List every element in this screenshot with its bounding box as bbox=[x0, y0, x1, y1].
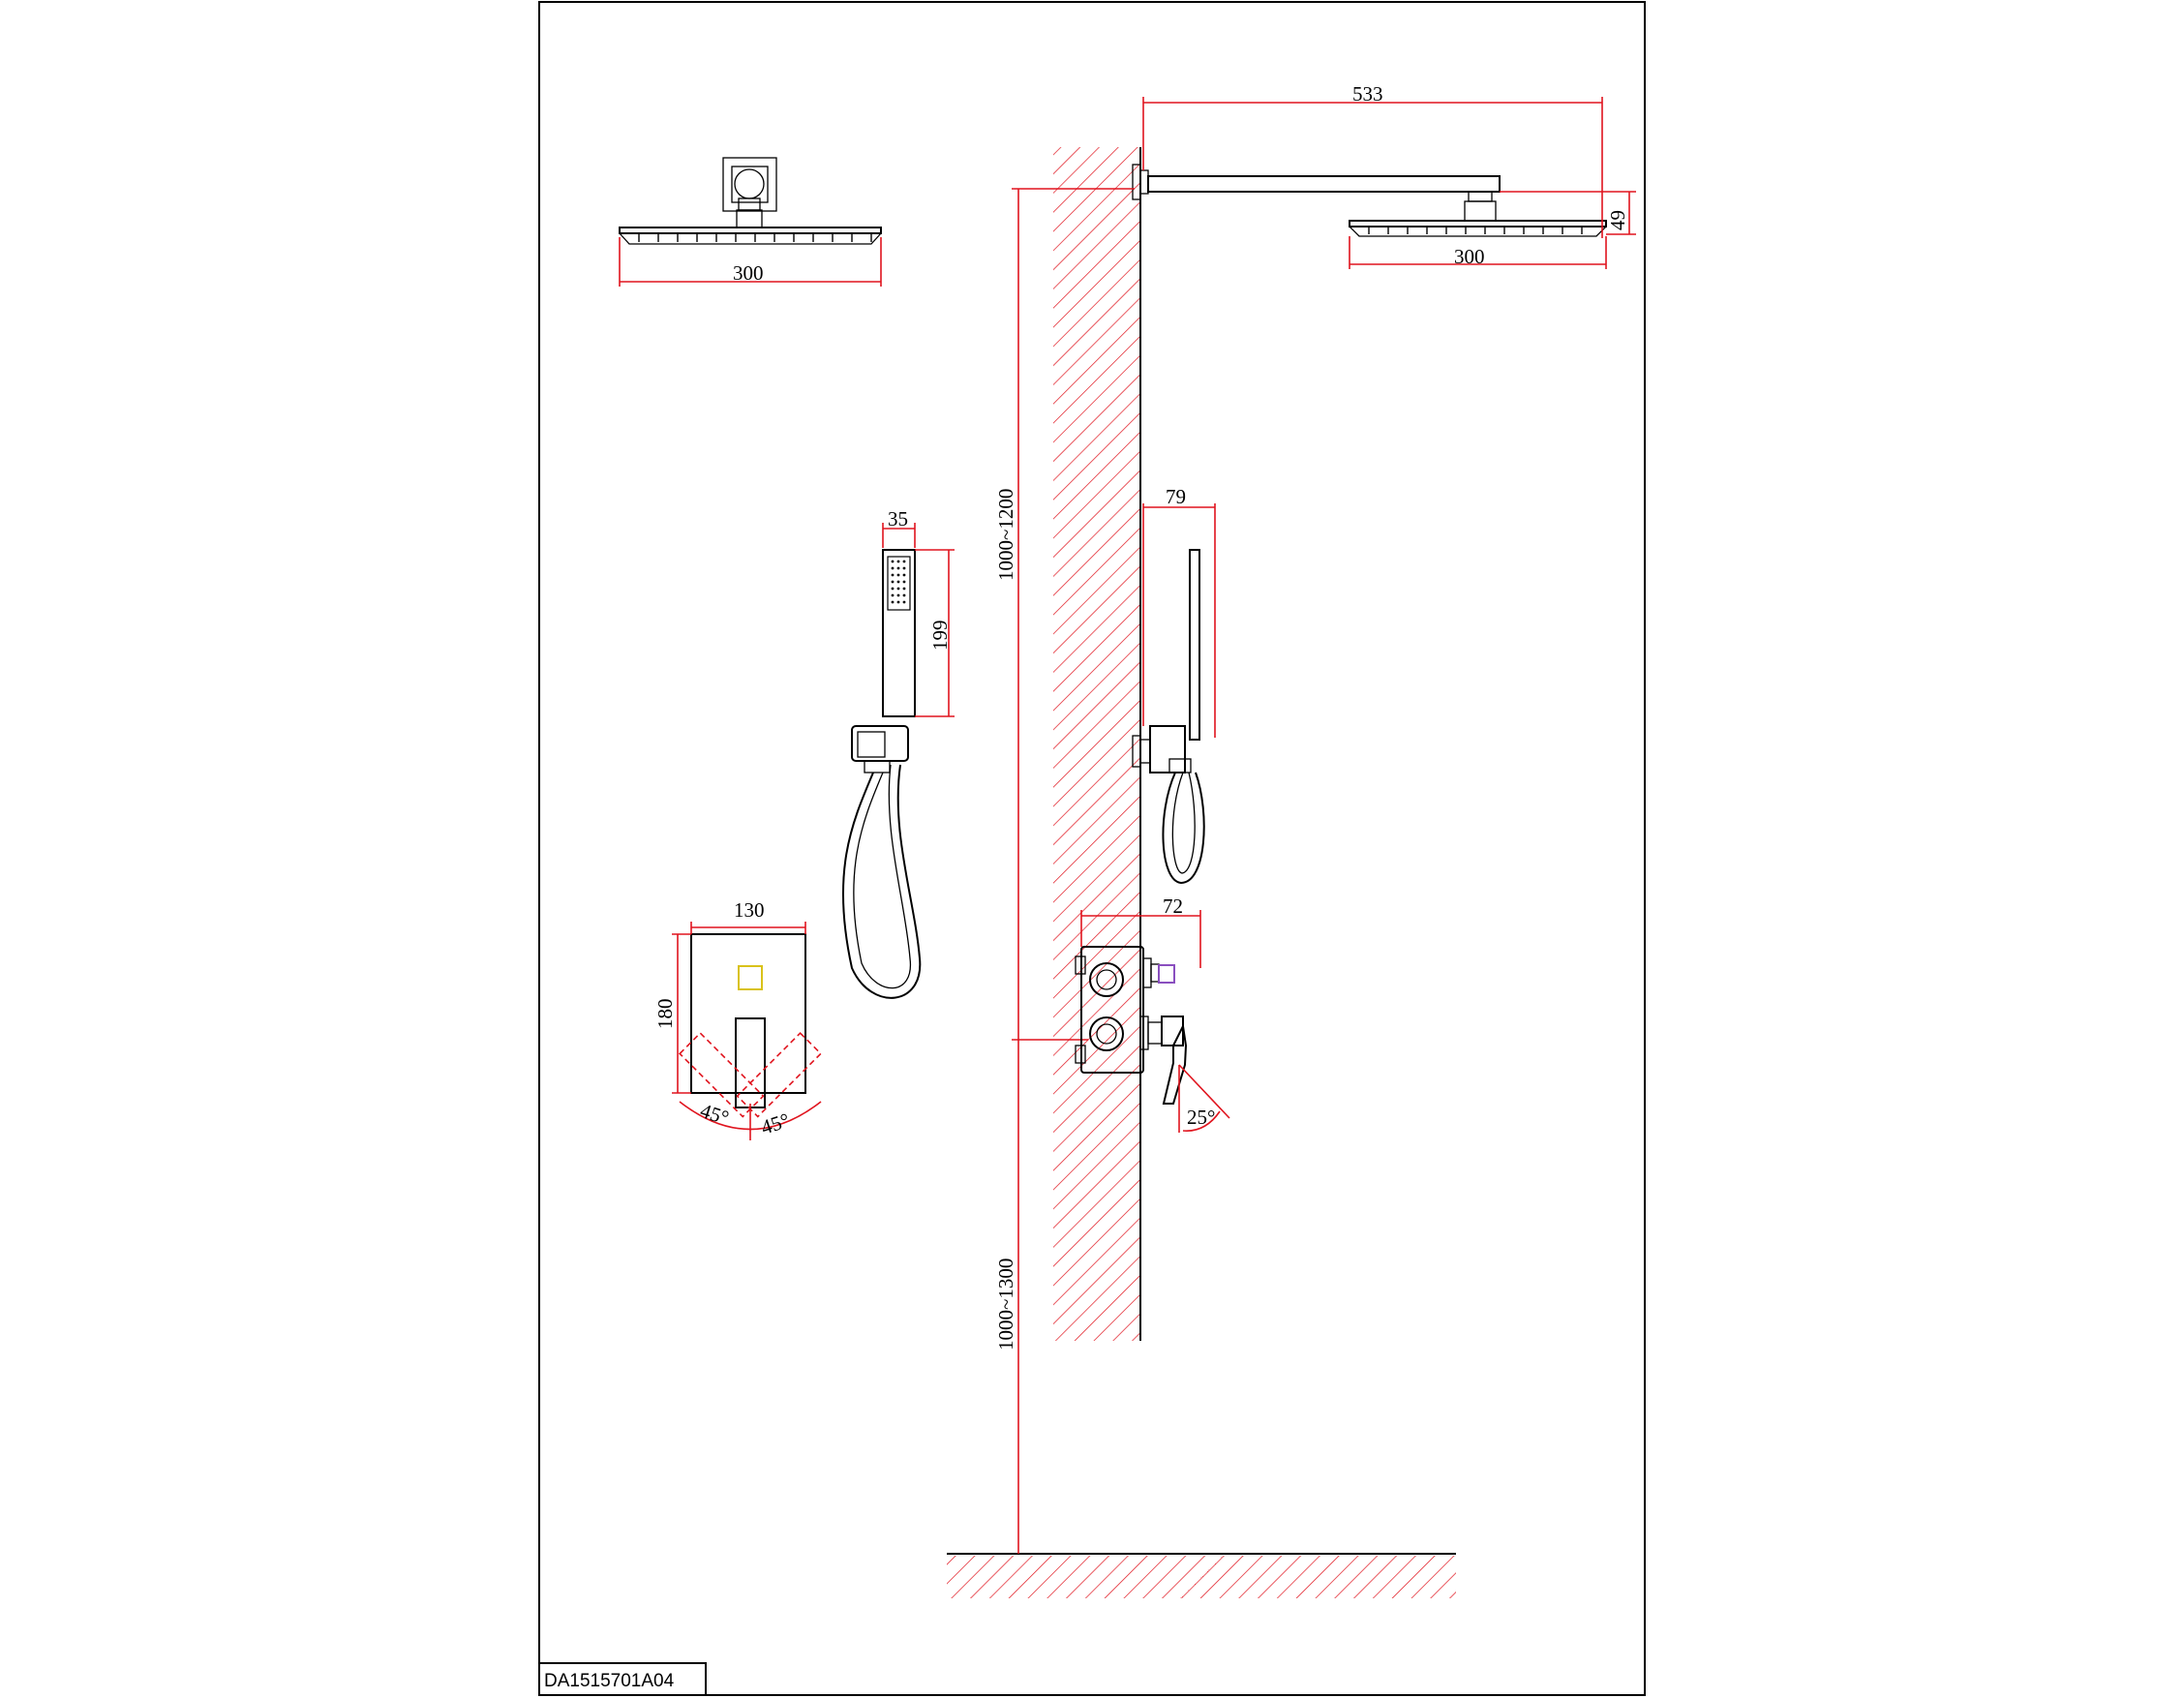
dim-head-front-width-label: 300 bbox=[733, 261, 764, 285]
valve-body-side-view bbox=[1075, 946, 1188, 1105]
dim-handshower-width-label: 35 bbox=[888, 507, 908, 531]
dim-lever-tilt: 25° bbox=[1178, 1064, 1230, 1133]
dim-lever-tilt-label: 25° bbox=[1187, 1106, 1215, 1129]
dim-upper-height: 1000~1200 bbox=[994, 188, 1135, 1040]
dim-head-drop: 49 bbox=[1500, 191, 1636, 235]
dim-lever-angle-right-label: 45° bbox=[758, 1108, 792, 1139]
dim-valve-projection: 72 bbox=[1080, 894, 1201, 968]
drawing-code: DA1515701A04 bbox=[544, 1671, 675, 1691]
dim-upper-height-label: 1000~1200 bbox=[994, 489, 1017, 581]
dim-holder-projection-label: 79 bbox=[1166, 485, 1186, 508]
dim-head-side-width: 300 bbox=[1349, 236, 1607, 269]
dim-head-side-width-label: 300 bbox=[1454, 245, 1485, 268]
floor-section bbox=[947, 1553, 1456, 1598]
shower-arm-side-view bbox=[1132, 164, 1607, 237]
dim-plate-width: 130 bbox=[690, 898, 806, 934]
dim-head-front-width: 300 bbox=[619, 237, 882, 287]
dim-lower-height-label: 1000~1300 bbox=[994, 1258, 1017, 1350]
wall-section bbox=[1053, 147, 1141, 1341]
dim-arm-length: 533 bbox=[1142, 82, 1603, 238]
dim-lever-swing: 45° 45° bbox=[679, 1099, 822, 1140]
drawing-frame bbox=[538, 1, 1646, 1696]
dim-head-drop-label: 49 bbox=[1606, 210, 1629, 230]
cover-plate-front-view bbox=[679, 933, 822, 1118]
title-block: DA1515701A04 bbox=[538, 1662, 707, 1696]
dim-handshower-head-length: 199 bbox=[915, 549, 955, 717]
hand-shower-side-view bbox=[1132, 549, 1205, 885]
dim-holder-projection: 79 bbox=[1142, 485, 1216, 738]
dim-handshower-head-length-label: 199 bbox=[928, 621, 952, 652]
dim-lever-angle-left-label: 45° bbox=[697, 1099, 731, 1130]
dim-handshower-width: 35 bbox=[882, 507, 916, 548]
dim-arm-length-label: 533 bbox=[1352, 82, 1383, 106]
dim-plate-width-label: 130 bbox=[734, 898, 765, 922]
dim-plate-height: 180 bbox=[653, 933, 691, 1094]
dim-valve-projection-label: 72 bbox=[1163, 894, 1183, 918]
dim-lower-height: 1000~1300 bbox=[994, 1039, 1088, 1554]
shower-head-front-view bbox=[619, 157, 882, 245]
hand-shower-front-view bbox=[841, 549, 922, 999]
dim-plate-height-label: 180 bbox=[653, 999, 677, 1030]
